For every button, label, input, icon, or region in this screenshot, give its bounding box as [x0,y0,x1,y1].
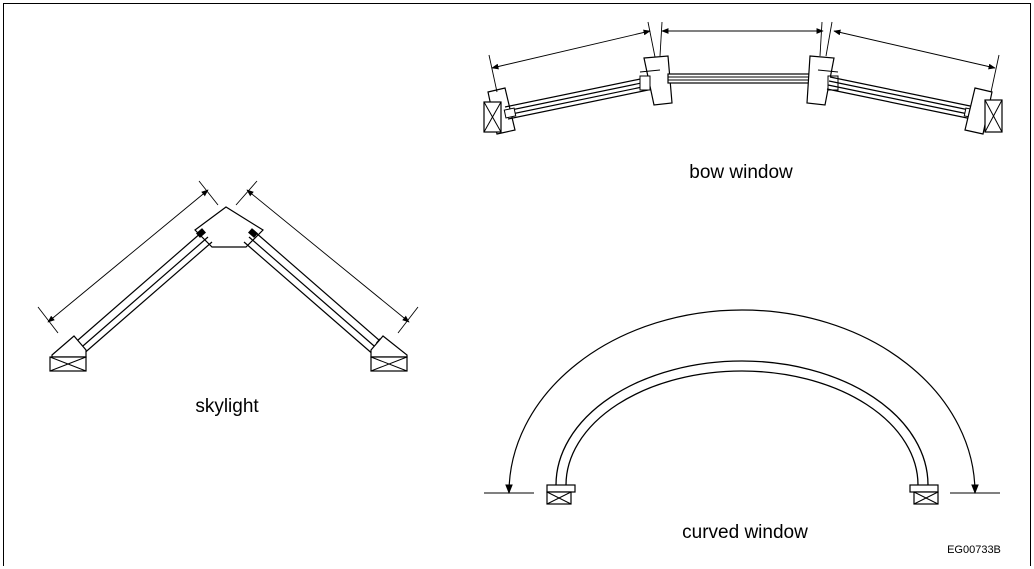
curved-arched-frame [555,360,929,486]
skylight-left-pane [69,228,213,357]
bow-right-mullion [806,55,839,106]
skylight-drawing [37,180,419,372]
curved-window-label: curved window [682,522,808,543]
skylight-extension-lines [37,180,419,334]
bow-center-sash [667,73,811,84]
bow-left-sash [503,76,654,120]
bow-window-label: bow window [689,162,793,183]
curved-dimension-arrow [505,309,979,494]
skylight-right-base [370,335,408,372]
bow-dimension-arrows [491,28,996,70]
bow-right-sill-block [964,87,1003,135]
curved-window-drawing [484,309,1000,505]
bow-window-drawing [483,21,1003,135]
bow-extension-lines [488,21,1000,93]
figure-code: EG00733B [947,544,1001,556]
skylight-left-base [49,335,87,372]
bow-left-sill-block [483,87,516,135]
skylight-right-pane [243,228,388,357]
skylight-label: skylight [195,396,259,417]
bow-right-sash [826,76,977,120]
skylight-dimension-arrows [47,189,410,323]
curved-right-base [909,484,939,505]
bow-left-mullion [639,55,673,106]
figure-frame [3,3,1031,566]
curved-left-base [546,484,576,505]
